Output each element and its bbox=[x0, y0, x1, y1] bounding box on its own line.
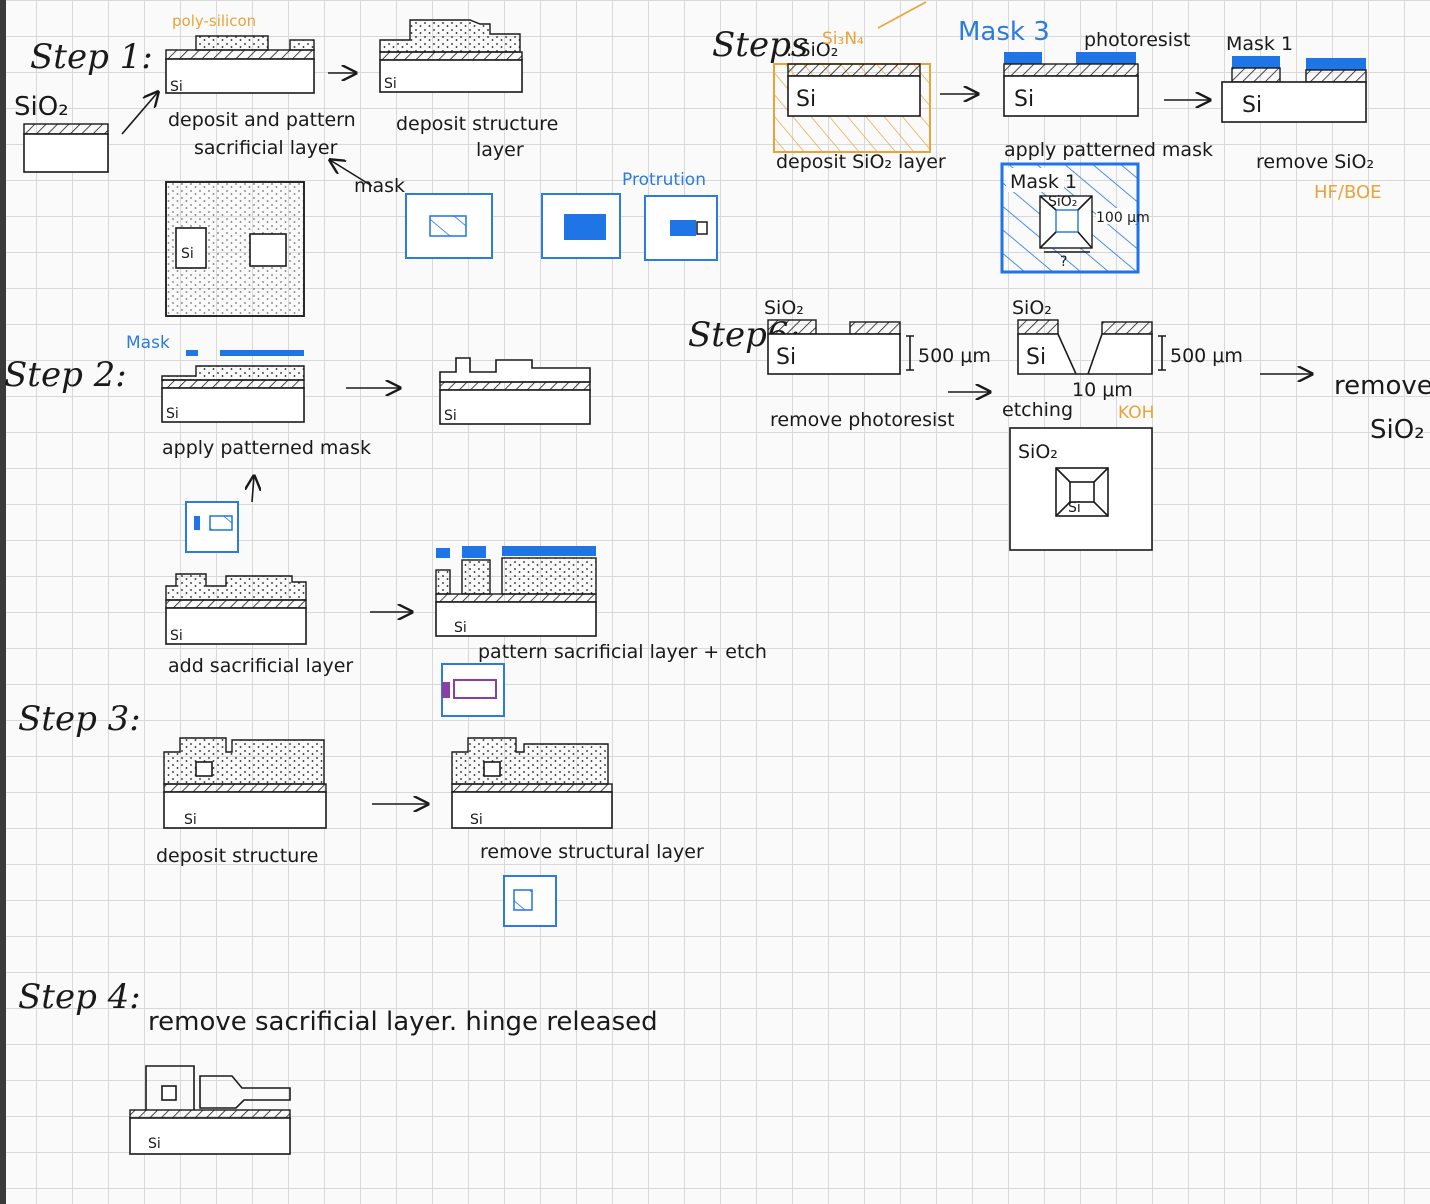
step2-caption2: add sacrificial layer bbox=[168, 655, 353, 677]
step6-wafer-photoresist-removed: Si bbox=[767, 319, 914, 375]
step1-caption1-line1: deposit and pattern bbox=[168, 109, 356, 131]
mask1-dim-100: 100 μm bbox=[1096, 210, 1150, 226]
step6-sio2-b: SiO₂ bbox=[1012, 297, 1052, 319]
step2-mask-view-2 bbox=[441, 663, 505, 717]
step5-caption2: apply patterned mask bbox=[1004, 139, 1213, 161]
mask-note-arrow bbox=[330, 160, 373, 187]
step1-caption1-line2: sacrificial layer bbox=[194, 137, 338, 159]
koh-label: KOH bbox=[1118, 403, 1154, 423]
step6-topview-si: Si bbox=[1068, 500, 1081, 516]
step3-si-1: Si bbox=[184, 812, 197, 828]
step5-si3n4: Si₃N₄ bbox=[822, 29, 864, 49]
step5-wafer-removed: Si bbox=[1221, 56, 1367, 123]
step1-initial-wafer bbox=[23, 123, 109, 173]
step5-caption1: deposit SiO₂ layer bbox=[776, 151, 946, 173]
step1-caption2-line2: layer bbox=[476, 139, 524, 161]
protrution-label: Protrution bbox=[622, 170, 706, 190]
step3-si-2: Si bbox=[470, 812, 483, 828]
step6-remove: remove bbox=[1334, 371, 1430, 401]
step6-dim-500-b: 500 μm bbox=[1170, 345, 1243, 367]
step2-caption3: pattern sacrificial layer + etch bbox=[478, 641, 767, 663]
step1-si-1: Si bbox=[170, 79, 183, 95]
step5-si-3: Si bbox=[1242, 93, 1262, 118]
step2-mask-label: Mask bbox=[126, 333, 170, 353]
step4-caption: remove sacrificial layer. hinge released bbox=[148, 1007, 658, 1037]
step5-si-2: Si bbox=[1014, 87, 1034, 112]
step1-sio2-label: SiO₂ bbox=[14, 92, 69, 122]
step5-mask1-panel: Mask 1 SiO₂ 100 μm ? bbox=[1000, 162, 1150, 274]
step2-wafer-mask: Si bbox=[161, 350, 305, 423]
step2-si-4: Si bbox=[454, 620, 467, 636]
step6-si-1: Si bbox=[776, 345, 796, 370]
step3-caption2: remove structural layer bbox=[480, 841, 704, 863]
step2-label: Step 2: bbox=[4, 355, 127, 395]
step6-wafer-etched: Si bbox=[1017, 319, 1166, 375]
step2-wafer-sacrificial-added: Si bbox=[165, 573, 307, 645]
step6-remove-sio2: SiO₂ bbox=[1370, 415, 1425, 445]
step3-label: Step 3: bbox=[18, 699, 141, 739]
step6-dim-10: 10 μm bbox=[1072, 379, 1133, 401]
step6-etching: etching bbox=[1002, 399, 1073, 421]
mask3-label: Mask 3 bbox=[958, 17, 1050, 47]
step5-caption3: remove SiO₂ bbox=[1256, 151, 1374, 173]
step1-mask-view-3 bbox=[644, 195, 718, 261]
step1-arrow-1 bbox=[121, 92, 158, 135]
step6-sio2-a: SiO₂ bbox=[764, 297, 804, 319]
step6-caption1: remove photoresist bbox=[770, 409, 955, 431]
step1-wafer-structure: Si bbox=[379, 19, 523, 93]
step4-label: Step 4: bbox=[18, 977, 141, 1017]
step2-si-2: Si bbox=[444, 408, 457, 424]
step5-wafer-deposit: Si bbox=[773, 63, 931, 153]
photoresist-label: photoresist bbox=[1084, 29, 1190, 51]
poly-silicon-label: poly-silicon bbox=[172, 12, 256, 30]
step4-released-hinge: Si bbox=[129, 1065, 291, 1155]
step6-si-2: Si bbox=[1026, 345, 1046, 370]
step6-dim-500-a: 500 μm bbox=[918, 345, 991, 367]
step5-label: Steps bbox=[712, 25, 808, 65]
step3-wafer-removed: Si bbox=[451, 737, 613, 829]
step5-si-1: Si bbox=[796, 87, 816, 112]
step6-top-view: SiO₂ Si bbox=[1009, 427, 1153, 551]
step5-sio2: : SiO₂ bbox=[786, 39, 838, 61]
left-page-edge bbox=[0, 0, 6, 1204]
hf-boe-label: HF/BOE bbox=[1314, 182, 1382, 203]
step1-label: Step 1: bbox=[30, 37, 153, 77]
step1-topview-si: Si bbox=[181, 246, 194, 262]
step1-wafer-sacrificial: Si bbox=[165, 35, 315, 95]
step2-wafer-etched: Si bbox=[435, 546, 597, 637]
mask1-inner-sio2: SiO₂ bbox=[1048, 194, 1077, 210]
step1-si-2: Si bbox=[384, 76, 397, 92]
step3-caption1: deposit structure bbox=[156, 845, 318, 867]
step6-topview-sio2: SiO₂ bbox=[1018, 441, 1058, 463]
step2-caption1: apply patterned mask bbox=[162, 437, 371, 459]
step4-si: Si bbox=[148, 1136, 161, 1152]
step2-si-3: Si bbox=[170, 628, 183, 644]
step5-mask1-top: Mask 1 bbox=[1226, 33, 1293, 55]
step3-wafer-structure: Si bbox=[163, 737, 327, 829]
step1-mask-note: mask bbox=[354, 175, 405, 197]
step2-wafer-patterned: Si bbox=[439, 357, 591, 425]
step2-si-1: Si bbox=[166, 406, 179, 422]
step5-wafer-photoresist: Si bbox=[1003, 52, 1139, 117]
mask1-dim-q: ? bbox=[1060, 254, 1067, 270]
step1-caption2-line1: deposit structure bbox=[396, 113, 558, 135]
mask1-panel-label: Mask 1 bbox=[1010, 171, 1077, 193]
step1-top-view: Si bbox=[165, 181, 305, 317]
